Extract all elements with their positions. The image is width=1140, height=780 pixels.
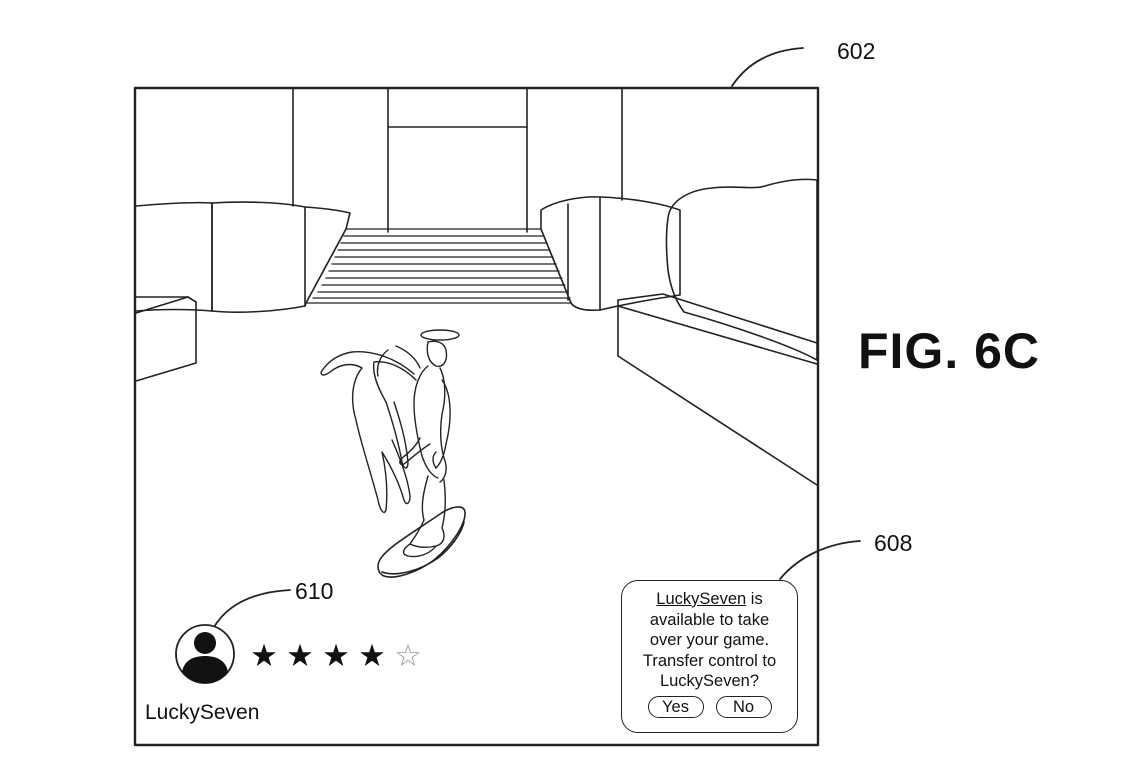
dialog-line-4: Transfer control to bbox=[642, 651, 777, 670]
star-icon: ★ bbox=[358, 637, 386, 674]
dialog-line-5: LuckySeven? bbox=[659, 672, 760, 690]
player-username: LuckySeven bbox=[145, 701, 260, 724]
star-icon: ★ bbox=[322, 637, 350, 674]
left-wall bbox=[135, 201, 351, 382]
dialog-line-3: over your game. bbox=[649, 631, 770, 649]
leader-line-610 bbox=[213, 589, 291, 628]
hoverboard bbox=[377, 506, 466, 578]
yes-button[interactable]: Yes bbox=[647, 695, 704, 718]
empty-star-icon: ☆ bbox=[394, 637, 422, 674]
star-icon: ★ bbox=[250, 637, 278, 674]
right-wall bbox=[540, 178, 818, 486]
star-icon: ★ bbox=[286, 637, 314, 674]
bush bbox=[665, 178, 818, 361]
dialog-buttons: Yes No bbox=[622, 695, 797, 718]
no-button[interactable]: No bbox=[715, 695, 772, 718]
angel-character bbox=[320, 329, 460, 558]
leader-line-602 bbox=[731, 47, 804, 87]
back-wall bbox=[292, 88, 623, 233]
figure-label: FIG. 6C bbox=[858, 323, 1041, 379]
avatar-icon bbox=[175, 624, 235, 684]
dialog-line-2: available to take bbox=[649, 610, 770, 629]
dialog-line-1: LuckySeven is bbox=[622, 589, 797, 610]
player-rating: ★ ★ ★ ★ ☆ bbox=[246, 638, 426, 674]
stairs bbox=[305, 228, 572, 304]
leader-line-608 bbox=[779, 540, 861, 580]
player-name-link[interactable]: LuckySeven bbox=[656, 590, 747, 608]
game-screen-frame bbox=[133, 86, 820, 747]
reference-608: 608 bbox=[874, 530, 913, 556]
reference-602: 602 bbox=[837, 38, 876, 64]
transfer-control-dialog: LuckySeven is available to take over you… bbox=[621, 580, 798, 733]
dialog-line-1-suffix: is bbox=[746, 590, 763, 608]
reference-610: 610 bbox=[295, 578, 334, 604]
